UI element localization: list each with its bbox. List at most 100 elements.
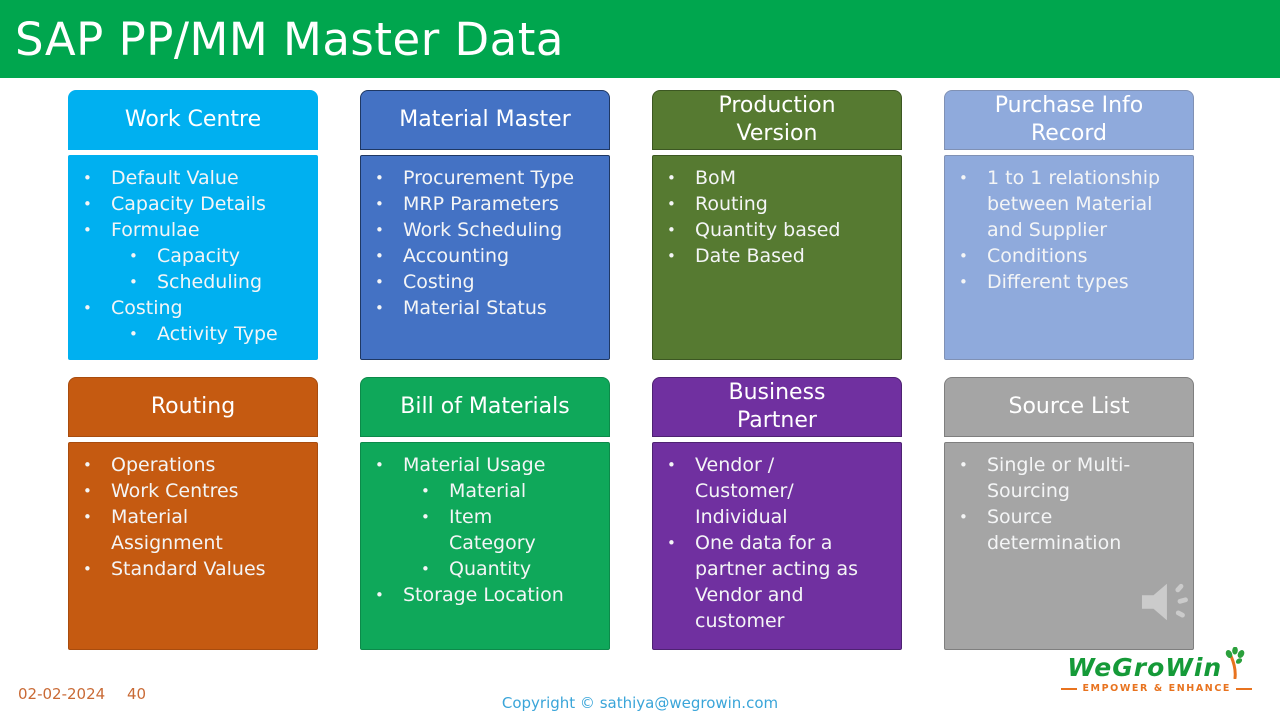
bullet-icon: • bbox=[83, 169, 92, 187]
bullet-icon: • bbox=[375, 586, 384, 604]
list-item-text: Procurement Type bbox=[403, 167, 575, 189]
list-item: •1 to 1 relationship between Material an… bbox=[957, 165, 1189, 243]
list-item-text: One data for a partner acting as Vendor … bbox=[695, 532, 859, 632]
list-item: • Quantity bbox=[419, 556, 605, 582]
tree-icon bbox=[1225, 647, 1245, 679]
list-item: •Vendor / Customer/ Individual bbox=[665, 452, 897, 530]
bullet-icon: • bbox=[375, 299, 384, 317]
bullet-icon: • bbox=[667, 195, 676, 213]
bullet-icon: • bbox=[667, 247, 676, 265]
card-title-routing: Routing bbox=[68, 377, 318, 437]
card-body-business-partner: •Vendor / Customer/ Individual•One data … bbox=[652, 442, 902, 650]
card-source-list: Source List•Single or Multi- Sourcing•So… bbox=[944, 377, 1194, 650]
card-business-partner: Business Partner•Vendor / Customer/ Indi… bbox=[652, 377, 902, 650]
page-title: SAP PP/MM Master Data bbox=[15, 12, 564, 66]
list-item: •Quantity based bbox=[665, 217, 897, 243]
card-title-production-version: Production Version bbox=[652, 90, 902, 150]
list-item: • Material Assignment bbox=[81, 504, 313, 556]
bullet-icon: • bbox=[83, 221, 92, 239]
card-title-purchase-info-record: Purchase Info Record bbox=[944, 90, 1194, 150]
list-item: • Material Status bbox=[373, 295, 605, 321]
bullet-icon: • bbox=[83, 508, 92, 526]
bullet-icon: • bbox=[83, 482, 92, 500]
list-item: • Scheduling bbox=[127, 269, 313, 295]
bullet-icon: • bbox=[83, 299, 92, 317]
bullet-icon: • bbox=[83, 560, 92, 578]
list-item-text: Accounting bbox=[403, 245, 510, 267]
logo-tagline: EMPOWER & ENHANCE bbox=[1082, 683, 1231, 694]
list-item-text: Item Category bbox=[449, 506, 536, 554]
list-item: • Standard Values bbox=[81, 556, 313, 582]
card-body-routing: • Operations • Work Centres • Material Assign… bbox=[68, 442, 318, 650]
list-item-text: Different types bbox=[987, 271, 1129, 293]
tagline-flank-left bbox=[1061, 687, 1078, 690]
list-item: • Conditions bbox=[957, 243, 1189, 269]
list-item-text: Capacity bbox=[157, 245, 241, 267]
bullet-icon: • bbox=[375, 456, 384, 474]
list-item-text: Operations bbox=[111, 454, 216, 476]
bullet-icon: • bbox=[421, 508, 430, 526]
bullet-icon: • bbox=[129, 273, 138, 291]
bullet-icon: • bbox=[83, 195, 92, 213]
bullet-icon: • bbox=[959, 247, 968, 265]
list-item-text: Costing bbox=[403, 271, 475, 293]
bullet-icon: • bbox=[129, 247, 138, 265]
list-item-text: Vendor / Customer/ Individual bbox=[695, 454, 794, 528]
list-item: •Formulae bbox=[81, 217, 313, 243]
list-item-text: Material Assignment bbox=[111, 506, 223, 554]
list-item: •Date Based bbox=[665, 243, 897, 269]
list-item-text: BoM bbox=[695, 167, 737, 189]
card-body-production-version: • BoM•Routing•Quantity based•Date Based bbox=[652, 155, 902, 360]
list-item-text: Storage Location bbox=[403, 584, 564, 606]
tagline-flank-right bbox=[1236, 687, 1252, 690]
bullet-icon: • bbox=[375, 247, 384, 265]
list-item: • Operations bbox=[81, 452, 313, 478]
list-item: • Default Value bbox=[81, 165, 313, 191]
list-item: • Work Scheduling bbox=[373, 217, 605, 243]
bullet-icon: • bbox=[959, 169, 968, 187]
list-item-text: Work Scheduling bbox=[403, 219, 563, 241]
list-item: • Storage Location bbox=[373, 582, 605, 608]
list-item-text: Conditions bbox=[987, 245, 1088, 267]
logo-name-row: WeGroWin bbox=[1061, 647, 1252, 681]
list-item: • Accounting bbox=[373, 243, 605, 269]
card-body-source-list: • Single or Multi- Sourcing • Source determ… bbox=[944, 442, 1194, 650]
list-item-text: Standard Values bbox=[111, 558, 266, 580]
list-item-text: Default Value bbox=[111, 167, 239, 189]
list-item: • Material bbox=[419, 478, 605, 504]
list-item: •Capacity Details bbox=[81, 191, 313, 217]
list-item: • Costing bbox=[81, 295, 313, 321]
list-item: • Item Category bbox=[419, 504, 605, 556]
list-item-text: Quantity bbox=[449, 558, 532, 580]
list-item-text: Material bbox=[449, 480, 527, 502]
list-item-text: Material Status bbox=[403, 297, 547, 319]
logo-tagline-row: EMPOWER & ENHANCE bbox=[1061, 683, 1252, 694]
card-body-material-master: •Procurement Type•MRP Parameters•Work Sc… bbox=[360, 155, 610, 360]
bullet-icon: • bbox=[375, 221, 384, 239]
card-title-material-master: Material Master bbox=[360, 90, 610, 150]
list-item-text: Activity Type bbox=[157, 323, 278, 345]
list-item-text: Single or Multi- Sourcing bbox=[987, 454, 1131, 502]
bullet-icon: • bbox=[421, 560, 430, 578]
list-item-text: Scheduling bbox=[157, 271, 263, 293]
card-work-centre: Work Centre•Default Value•Capacity Detai… bbox=[68, 90, 318, 360]
bullet-icon: • bbox=[959, 456, 968, 474]
list-item-text: Work Centres bbox=[111, 480, 239, 502]
list-item: • Source determination bbox=[957, 504, 1189, 556]
card-body-work-centre: • Default Value•Capacity Details•Formulae… bbox=[68, 155, 318, 360]
card-body-purchase-info-record: •1 to 1 relationship between Material an… bbox=[944, 155, 1194, 360]
card-title-business-partner: Business Partner bbox=[652, 377, 902, 437]
audio-speaker-icon[interactable] bbox=[1140, 578, 1190, 626]
bullet-icon: • bbox=[83, 456, 92, 474]
list-item: •Routing bbox=[665, 191, 897, 217]
list-item: • Capacity bbox=[127, 243, 313, 269]
footer-page-number: 40 bbox=[127, 685, 147, 703]
list-item-text: Source determination bbox=[987, 506, 1122, 554]
cards-grid: Work Centre•Default Value•Capacity Detai… bbox=[68, 90, 1194, 650]
bullet-icon: • bbox=[129, 325, 138, 343]
bullet-icon: • bbox=[421, 482, 430, 500]
list-item-text: Material Usage bbox=[403, 454, 546, 476]
list-item-text: Costing bbox=[111, 297, 183, 319]
bullet-icon: • bbox=[959, 508, 968, 526]
bullet-icon: • bbox=[375, 169, 384, 187]
